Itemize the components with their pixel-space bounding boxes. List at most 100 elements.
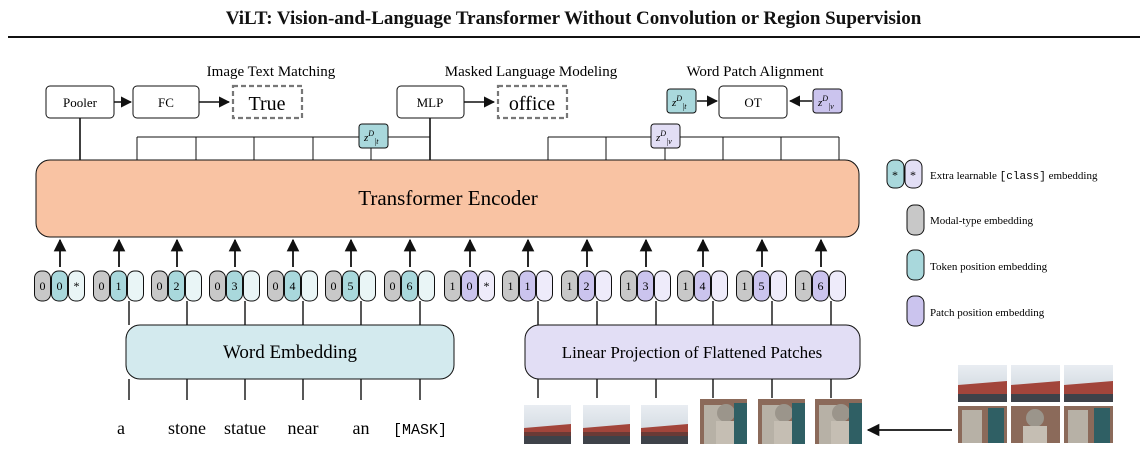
modal-type-pill-label: 1 — [626, 279, 632, 293]
modal-type-pill-label: 1 — [450, 279, 456, 293]
position-pill — [401, 270, 418, 302]
zt-bus-badge: zD|t — [358, 123, 389, 149]
mlp-label: MLP — [417, 95, 444, 110]
wpa-zt-box: zD|t — [666, 88, 697, 114]
encoder-output-connectors — [79, 118, 840, 160]
position-pill-label: 5 — [759, 279, 765, 293]
position-pill — [461, 270, 478, 302]
modal-type-pill-label: 0 — [273, 279, 279, 293]
encoder-label: Transformer Encoder — [358, 186, 537, 210]
patch-thumbnail — [700, 399, 747, 444]
svg-text:zD|v: zD|v — [655, 129, 672, 146]
modal-type-pill — [325, 270, 342, 302]
text-token: an — [353, 418, 370, 438]
ot-box: OT — [718, 85, 788, 119]
title-rule — [8, 36, 1140, 38]
text-token: stone — [168, 418, 206, 438]
modal-type-pill — [93, 270, 110, 302]
patch-thumbnail — [758, 399, 805, 444]
position-pill-label: 1 — [116, 279, 122, 293]
svg-text:zD|t: zD|t — [671, 94, 687, 111]
modal-type-pill — [444, 270, 461, 302]
legend-patch-label: Patch position embedding — [930, 307, 1045, 319]
patch-thumbnail — [583, 405, 630, 444]
content-embedding-pill — [595, 270, 612, 302]
position-pill — [51, 270, 68, 302]
position-pill-label: 3 — [643, 279, 649, 293]
modal-type-pill-label: 1 — [567, 279, 573, 293]
source-image-tile — [1011, 406, 1060, 443]
mlm-output: office — [509, 93, 555, 115]
legend-token-label: Token position embedding — [930, 261, 1048, 273]
modal-type-pill — [795, 270, 812, 302]
text-token: near — [288, 418, 319, 438]
content-embedding-pill — [185, 270, 202, 302]
position-pill-label: 2 — [174, 279, 180, 293]
modal-type-pill — [209, 270, 226, 302]
patch-thumbnail — [641, 405, 688, 444]
zv-bus-badge: zD|v — [650, 123, 681, 149]
position-pill-label: 6 — [407, 279, 413, 293]
position-pill-label: 5 — [348, 279, 354, 293]
modal-type-pill — [736, 270, 753, 302]
text-token: statue — [224, 418, 266, 438]
svg-text:zD|t: zD|t — [363, 129, 379, 146]
position-pill-label: 1 — [525, 279, 531, 293]
modal-type-pill — [34, 270, 51, 302]
position-pill — [519, 270, 536, 302]
modal-type-pill-label: 0 — [40, 279, 46, 293]
encoder-input-arrows — [53, 238, 828, 267]
class-token-pill-label: * — [74, 279, 80, 293]
legend-patch-swatch — [906, 295, 925, 327]
position-pill-label: 6 — [818, 279, 824, 293]
modal-type-pill-label: 0 — [99, 279, 105, 293]
wpa-zv-box: zD|v — [812, 88, 843, 114]
embedding-output-arrows — [128, 301, 832, 400]
image-patches — [524, 399, 862, 444]
source-image — [958, 365, 1113, 443]
patch-projection-label: Linear Projection of Flattened Patches — [562, 343, 823, 362]
itm-output: True — [248, 93, 285, 115]
transformer-encoder: Transformer Encoder — [35, 159, 860, 238]
text-token: a — [117, 418, 125, 438]
modal-type-pill-label: 0 — [390, 279, 396, 293]
class-token-pill — [478, 270, 495, 302]
position-pill-label: 2 — [584, 279, 590, 293]
position-pill — [578, 270, 595, 302]
modal-type-pill — [677, 270, 694, 302]
modal-type-pill-label: 1 — [508, 279, 514, 293]
content-embedding-pill — [654, 270, 671, 302]
patch-projection-box: Linear Projection of Flattened Patches — [524, 324, 861, 380]
position-pill — [812, 270, 829, 302]
source-image-tile — [958, 406, 1007, 443]
content-embedding-pill — [418, 270, 435, 302]
figure-title: ViLT: Vision-and-Language Transformer Wi… — [225, 8, 922, 29]
patch-thumbnail — [815, 399, 862, 444]
position-pill-label: 3 — [232, 279, 238, 293]
position-pill — [226, 270, 243, 302]
legend: * * Extra learnable [class] embedding Mo… — [886, 159, 1098, 327]
itm-output-box: True — [231, 84, 304, 120]
mlm-output-box: office — [496, 84, 569, 120]
modal-type-pill — [151, 270, 168, 302]
modal-type-pill — [384, 270, 401, 302]
modal-type-pill-label: 1 — [742, 279, 748, 293]
source-image-tile — [1064, 365, 1113, 402]
content-embedding-pill — [770, 270, 787, 302]
modal-type-pill-label: 0 — [215, 279, 221, 293]
content-embedding-pill — [536, 270, 553, 302]
legend-modal-label: Modal-type embedding — [930, 215, 1033, 227]
word-embedding-label: Word Embedding — [223, 342, 358, 363]
modal-type-pill-label: 1 — [683, 279, 689, 293]
text-token: [MASK] — [393, 422, 447, 439]
position-pill — [110, 270, 127, 302]
content-embedding-pill — [711, 270, 728, 302]
